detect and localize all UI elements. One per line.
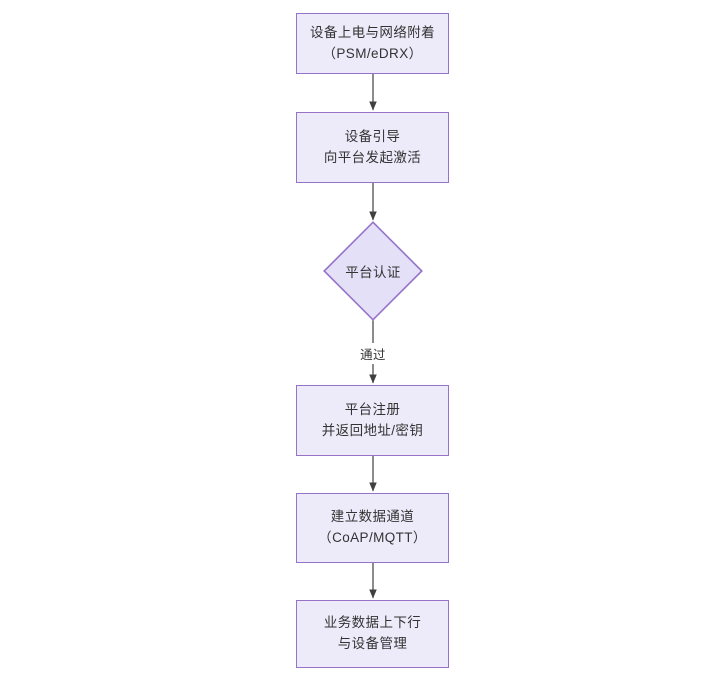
node-platform-registration[interactable]: 平台注册 并返回地址/密钥 <box>296 385 449 456</box>
node-line: 平台认证 <box>345 265 401 280</box>
node-line: 与设备管理 <box>337 636 408 651</box>
node-platform-authentication[interactable]: 平台认证 <box>323 221 423 321</box>
node-line: 向平台发起激活 <box>323 149 422 165</box>
node-line: 平台注册 <box>344 401 401 417</box>
node-line: 业务数据上下行 <box>323 615 422 631</box>
node-line: 建立数据通道 <box>330 509 415 525</box>
node-device-power-on[interactable]: 设备上电与网络附着 （PSM/eDRX） <box>296 13 449 74</box>
node-line: 设备上电与网络附着 <box>309 24 436 40</box>
node-business-data-and-device-management[interactable]: 业务数据上下行 与设备管理 <box>296 600 449 668</box>
node-line: 设备引导 <box>344 128 401 144</box>
node-device-bootstrap[interactable]: 设备引导 向平台发起激活 <box>296 112 449 183</box>
node-establish-data-channel[interactable]: 建立数据通道 （CoAP/MQTT） <box>296 493 449 563</box>
node-line: （CoAP/MQTT） <box>318 530 427 545</box>
node-line: （PSM/eDRX） <box>322 45 423 61</box>
diamond-shape-icon <box>323 221 423 321</box>
node-line: 并返回地址/密钥 <box>321 422 424 438</box>
edge-label-pass: 通过 <box>358 343 388 364</box>
